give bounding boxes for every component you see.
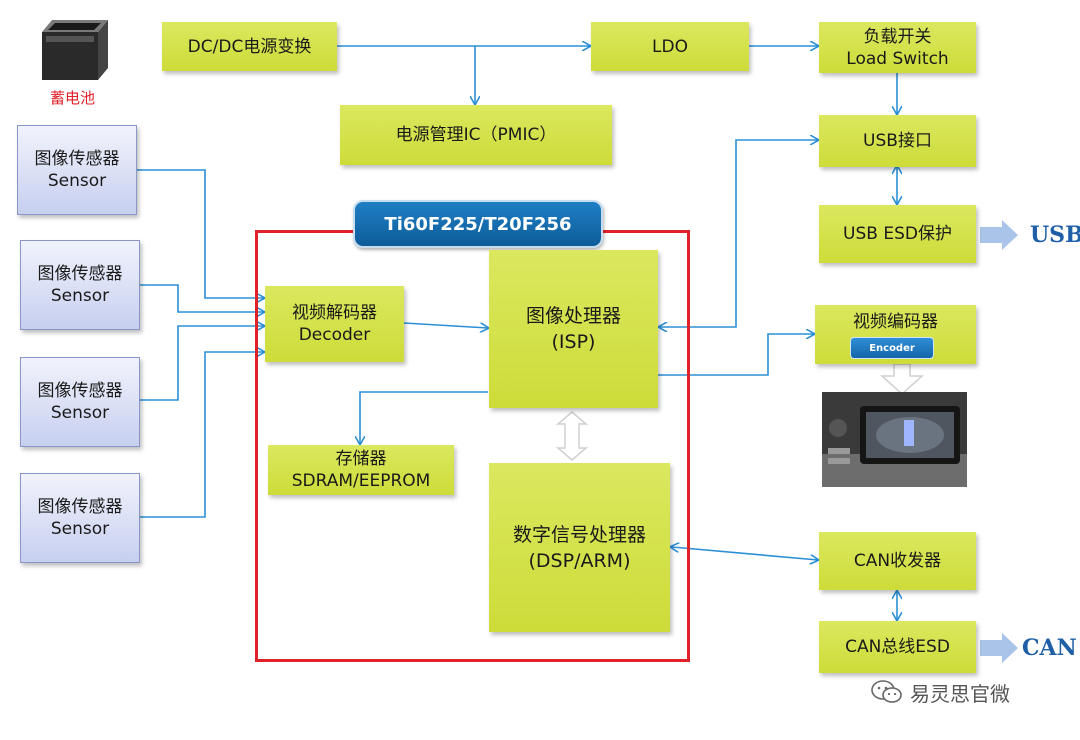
image-sensor-1: 图像传感器 Sensor <box>17 125 137 215</box>
load-switch-line2: Load Switch <box>846 48 949 69</box>
pmic-box: 电源管理IC（PMIC） <box>340 105 612 165</box>
load-switch-line1: 负载开关 <box>863 26 932 47</box>
arrow-sensor2-decoder <box>140 284 264 312</box>
isp-line2: (ISP) <box>551 331 596 353</box>
dsp-line1: 数字信号处理器 <box>512 523 646 546</box>
arrow-isp-usb <box>660 140 818 327</box>
arrow-sensor3-decoder <box>140 326 264 401</box>
arrow-can-out <box>980 633 1018 663</box>
usb-interface-label: USB接口 <box>863 131 932 151</box>
can-esd-label: CAN总线ESD <box>845 637 950 657</box>
usb-output-label: USB <box>1030 222 1080 248</box>
image-sensor-4: 图像传感器 Sensor <box>20 473 140 563</box>
arrow-sensor1-decoder <box>137 169 264 298</box>
memory-line2: SDRAM/EEPROM <box>291 471 431 491</box>
sensor-3-line1: 图像传感器 <box>37 381 123 401</box>
can-transceiver-box: CAN收发器 <box>819 532 976 590</box>
car-display-image <box>822 392 967 487</box>
memory-box: 存储器 SDRAM/EEPROM <box>268 445 454 495</box>
arrow-decoder-isp <box>403 322 488 328</box>
image-sensor-2: 图像传感器 Sensor <box>20 240 140 330</box>
decoder-line2: Decoder <box>298 325 371 345</box>
image-sensor-3: 图像传感器 Sensor <box>20 357 140 447</box>
ldo-label: LDO <box>652 36 688 57</box>
arrow-isp-encoder <box>658 334 814 376</box>
ldo-box: LDO <box>591 22 749 71</box>
arrow-encoder-screen <box>880 363 924 396</box>
wechat-icon <box>870 678 904 706</box>
arrow-dsp-can <box>672 547 818 560</box>
arrow-usb-out <box>980 220 1018 250</box>
encoder-badge: Encoder <box>850 337 934 359</box>
usb-esd-label: USB ESD保护 <box>843 224 952 244</box>
watermark-text: 易灵思官微 <box>910 682 1010 706</box>
battery-icon <box>38 10 112 82</box>
pmic-label: 电源管理IC（PMIC） <box>395 125 557 145</box>
decoder-box: 视频解码器 Decoder <box>265 286 404 362</box>
chip-label: Ti60F225/T20F256 <box>353 200 603 248</box>
encoder-title: 视频编码器 <box>853 312 938 332</box>
isp-line1: 图像处理器 <box>525 305 621 327</box>
sensor-1-line1: 图像传感器 <box>34 149 120 169</box>
double-arrow-isp-dsp <box>555 411 589 461</box>
isp-box: 图像处理器 (ISP) <box>489 250 658 408</box>
can-transceiver-label: CAN收发器 <box>853 551 942 571</box>
memory-line1: 存储器 <box>335 449 387 469</box>
usb-interface-box: USB接口 <box>819 115 976 167</box>
dsp-line2: (DSP/ARM) <box>528 549 631 572</box>
arrow-sensor4-decoder <box>140 352 264 518</box>
sensor-4-line2: Sensor <box>50 519 110 539</box>
battery-label: 蓄电池 <box>50 89 96 107</box>
dcdc-box: DC/DC电源变换 <box>162 22 337 71</box>
dcdc-label: DC/DC电源变换 <box>187 36 312 57</box>
dsp-box: 数字信号处理器 (DSP/ARM) <box>489 463 670 632</box>
arrow-isp-memory <box>360 391 488 444</box>
decoder-line1: 视频解码器 <box>292 303 377 323</box>
usb-esd-box: USB ESD保护 <box>819 205 976 263</box>
sensor-2-line2: Sensor <box>50 286 110 306</box>
sensor-4-line1: 图像传感器 <box>37 497 123 517</box>
can-esd-box: CAN总线ESD <box>819 621 976 673</box>
sensor-2-line1: 图像传感器 <box>37 264 123 284</box>
sensor-1-line2: Sensor <box>47 171 107 191</box>
sensor-3-line2: Sensor <box>50 403 110 423</box>
load-switch-box: 负载开关 Load Switch <box>819 22 976 73</box>
can-output-label: CAN <box>1022 635 1077 661</box>
